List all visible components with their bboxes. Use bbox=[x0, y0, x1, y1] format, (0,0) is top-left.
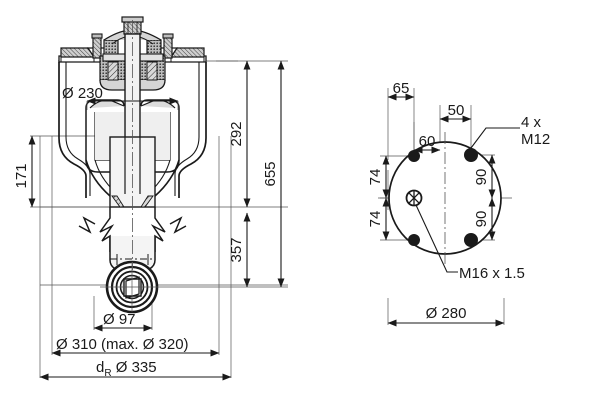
bolt-hole-upper-left bbox=[408, 150, 420, 162]
top-stud-left bbox=[91, 33, 103, 59]
dim-label-280: Ø 280 bbox=[426, 305, 467, 322]
dim-label-90-upper: 90 bbox=[473, 169, 490, 186]
dim-label-97: Ø 97 bbox=[103, 311, 136, 328]
dim-height-655: 655 bbox=[262, 60, 285, 288]
dim-label-655: 655 bbox=[262, 161, 279, 186]
dim-bellows-dia-230: Ø 230 bbox=[62, 85, 179, 110]
dim-height-292: 292 bbox=[228, 60, 251, 208]
air-port-m16 bbox=[405, 189, 423, 207]
dim-offset-65: 65 bbox=[387, 80, 415, 101]
dim-label-335-value: Ø 335 bbox=[116, 359, 157, 376]
dim-label-60: 60 bbox=[419, 133, 436, 150]
dim-height-171: 171 bbox=[13, 135, 36, 208]
dim-offset-60: 60 bbox=[413, 133, 441, 154]
dim-label-292: 292 bbox=[228, 121, 245, 146]
dim-label-90-lower: 90 bbox=[473, 211, 490, 228]
leader-line-m16 bbox=[415, 204, 458, 273]
dim-piston-dia-97: Ø 97 bbox=[93, 311, 153, 332]
dim-offset-90-lower: 90 bbox=[473, 197, 496, 241]
bolt-hole-lower-right bbox=[464, 233, 478, 247]
top-stud-right bbox=[162, 33, 174, 59]
bolt-hole-upper-right bbox=[464, 148, 478, 162]
dim-label-74-lower: 74 bbox=[367, 211, 384, 228]
bolt-hole-lower-left bbox=[408, 234, 420, 246]
dim-label-230: Ø 230 bbox=[62, 85, 103, 102]
dim-plate-dia-310: Ø 310 (max. Ø 320) bbox=[51, 336, 220, 357]
dim-label-50: 50 bbox=[448, 102, 465, 119]
dim-plate-dia-280: Ø 280 bbox=[387, 305, 505, 327]
dim-offset-74-upper: 74 bbox=[367, 155, 390, 199]
dim-offset-50: 50 bbox=[439, 102, 472, 123]
extension-lines bbox=[30, 60, 288, 378]
dim-height-357: 357 bbox=[228, 212, 251, 288]
leader-line-m12 bbox=[470, 127, 520, 149]
dim-label-65: 65 bbox=[393, 80, 410, 97]
bottom-plan-view: 65 50 60 74 74 90 90 bbox=[367, 80, 550, 327]
dim-label-357: 357 bbox=[228, 237, 245, 262]
dim-label-310: Ø 310 (max. Ø 320) bbox=[56, 336, 189, 353]
dim-rolling-dia-335: dR Ø 335 bbox=[39, 359, 232, 381]
callout-bolt-spec: M12 bbox=[521, 131, 550, 148]
callout-air-port-thread: M16 x 1.5 bbox=[459, 265, 525, 282]
callout-bolt-count: 4 x bbox=[521, 114, 542, 131]
dim-label-74-upper: 74 bbox=[367, 169, 384, 186]
dim-label-dr-subscript: R bbox=[104, 368, 111, 379]
bottom-bushing bbox=[100, 260, 288, 314]
dim-offset-74-lower: 74 bbox=[367, 197, 390, 241]
dim-offset-90-upper: 90 bbox=[473, 154, 496, 199]
sectional-elevation-view: Ø 230 171 292 357 655 Ø 97 bbox=[13, 16, 288, 381]
dim-label-171: 171 bbox=[13, 163, 30, 188]
dim-label-dr-prefix: d bbox=[96, 359, 104, 376]
dim-label-335-group: dR Ø 335 bbox=[96, 359, 157, 379]
